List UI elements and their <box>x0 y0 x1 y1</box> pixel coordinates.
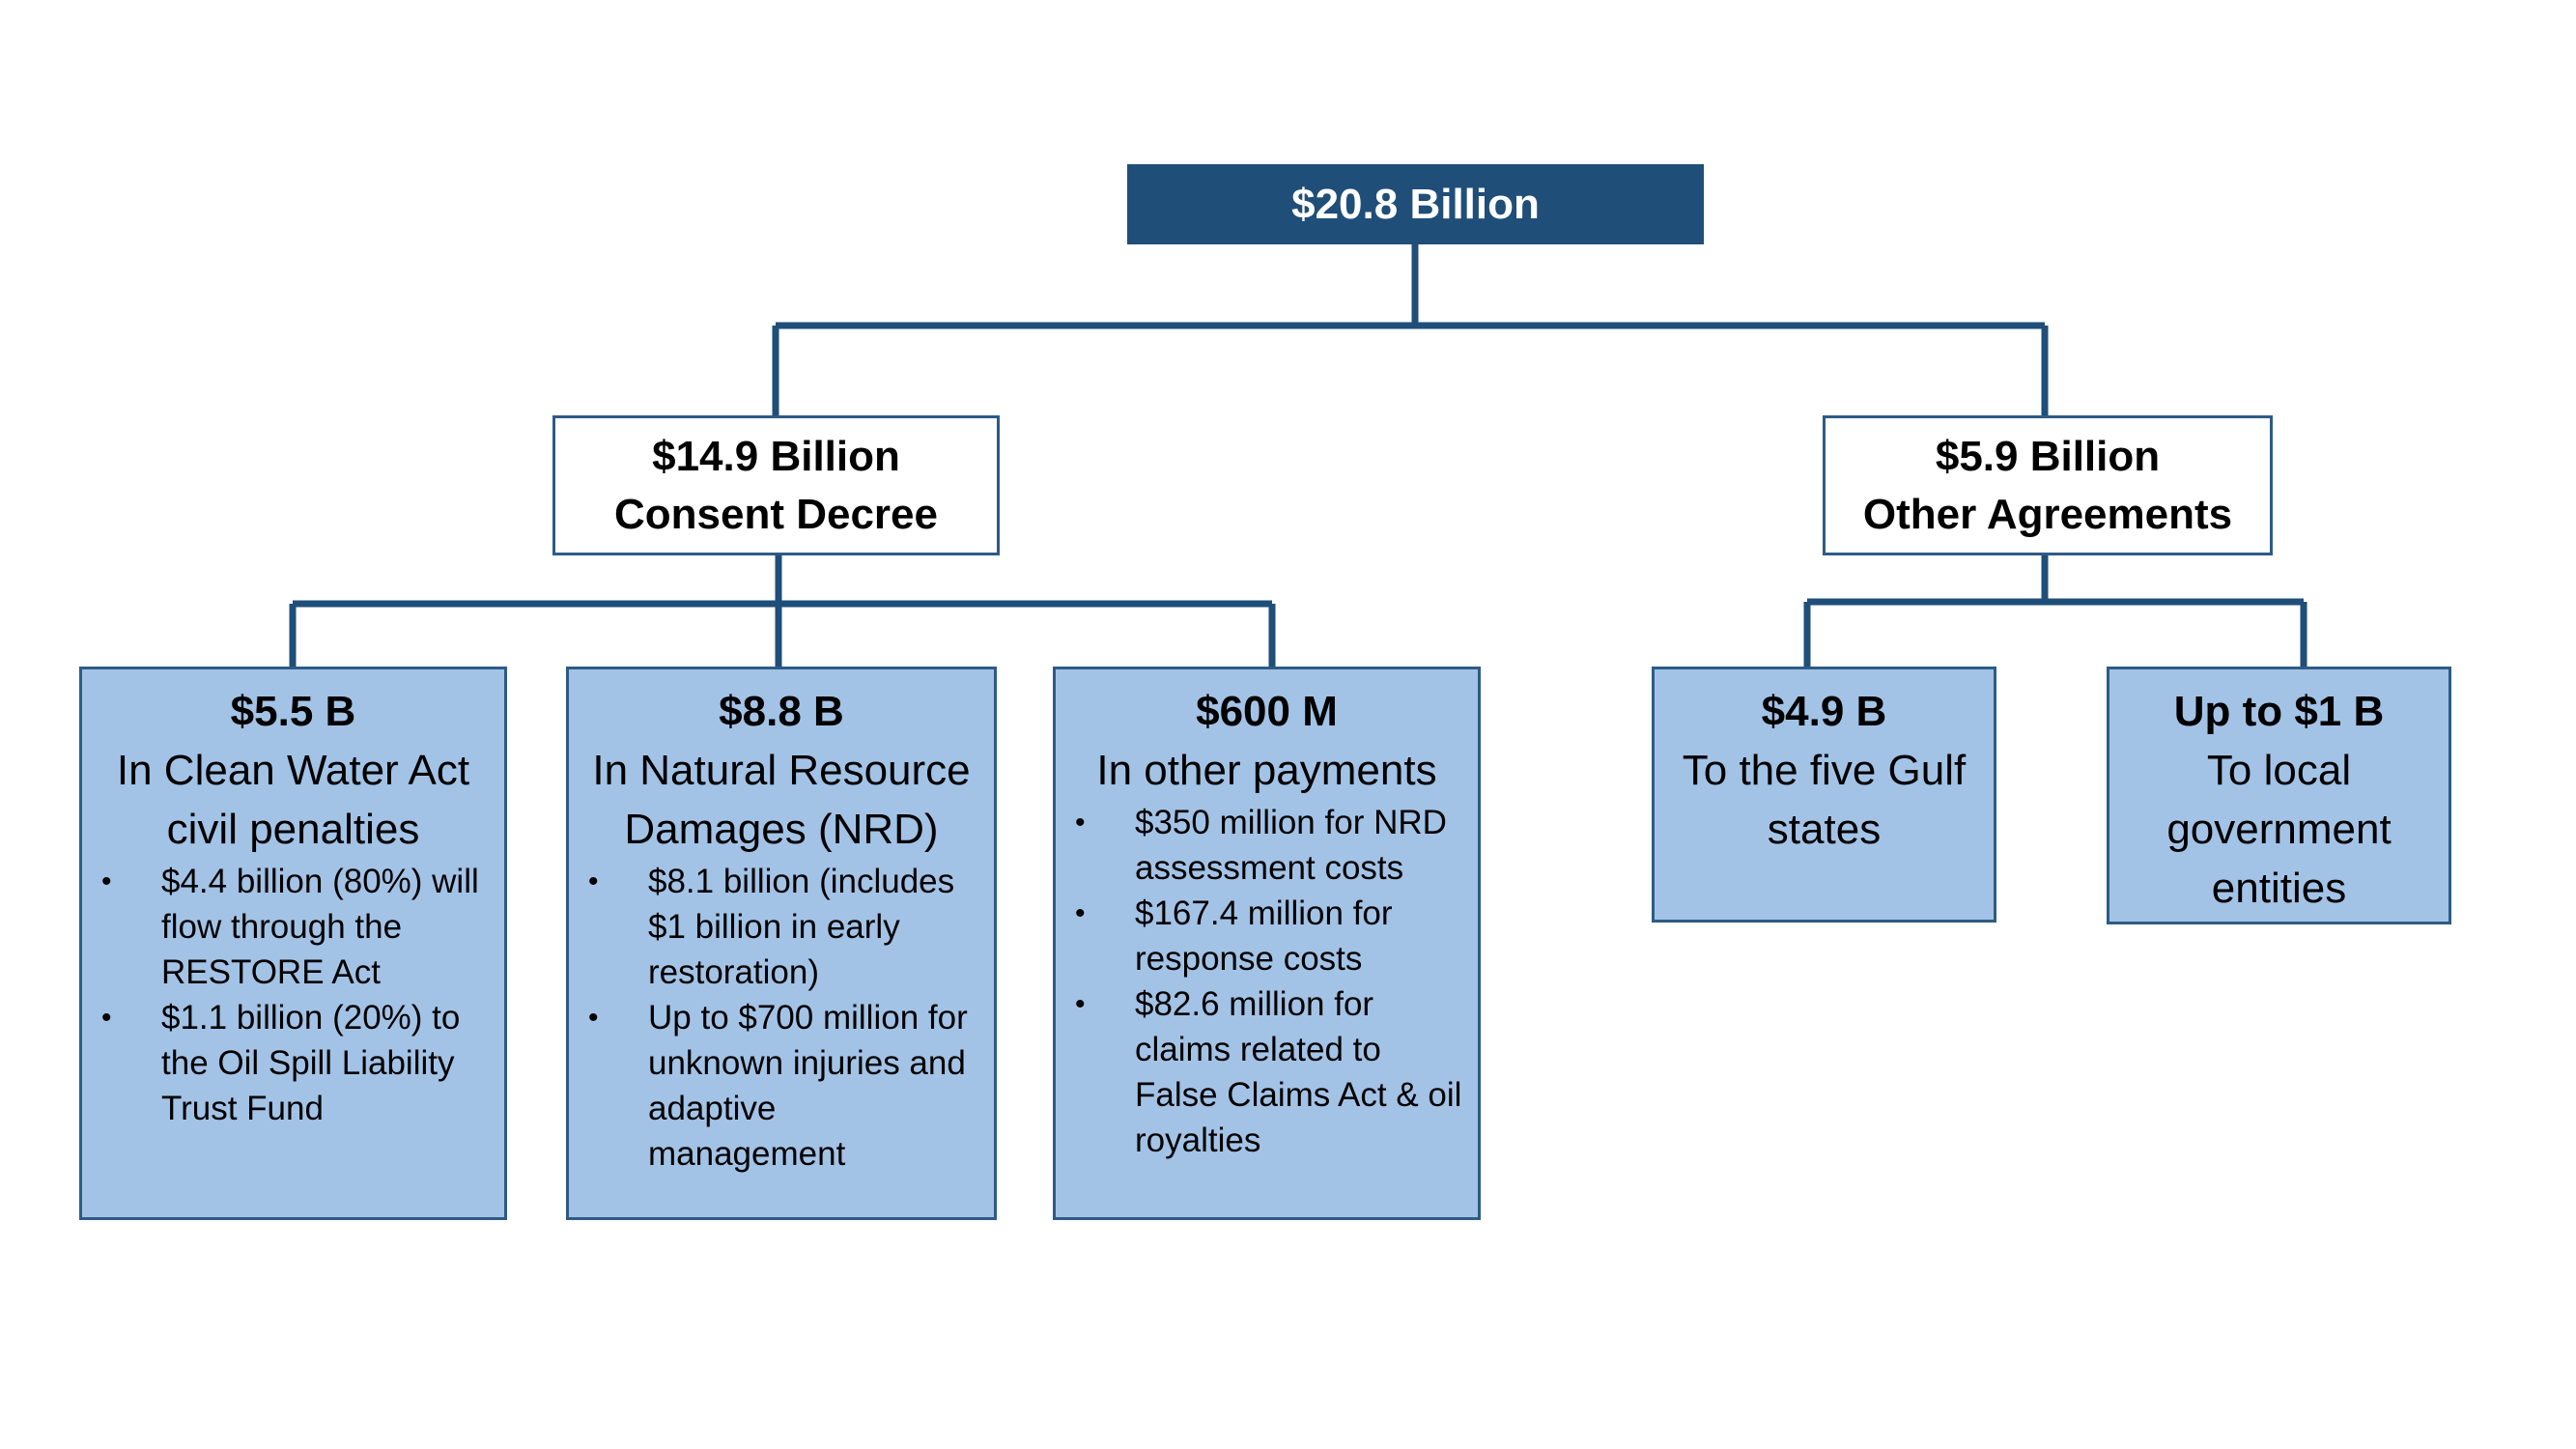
connector-other-agreements <box>1803 555 2307 667</box>
other-agreements-label: Other Agreements <box>1862 490 2233 538</box>
local-government-box: Up to $1 B To local government entities <box>2107 667 2451 924</box>
bullet-item: $350 million for NRD assessment costs <box>1075 800 1466 891</box>
gulf-states-amount: $4.9 B <box>1761 688 1887 735</box>
other-agreements-amount: $5.9 Billion <box>1935 432 2161 480</box>
other-payments-bullets: $350 million for NRD assessment costs $1… <box>1067 800 1466 1163</box>
other-agreements-box: $5.9 Billion Other Agreements <box>1823 415 2273 555</box>
bullet-item: $82.6 million for claims related to Fals… <box>1075 981 1466 1163</box>
gulf-states-desc: To the five Gulf states <box>1682 747 1967 853</box>
bullet-item: Up to $700 million for unknown injuries … <box>588 995 982 1177</box>
bullet-item: $167.4 million for response costs <box>1075 891 1466 981</box>
clean-water-act-bullets: $4.4 billion (80%) will flow through the… <box>94 859 493 1131</box>
nrd-amount: $8.8 B <box>719 688 844 735</box>
connector-root <box>772 244 2049 415</box>
connector-consent-decree <box>289 555 1276 667</box>
consent-decree-label: Consent Decree <box>613 490 938 538</box>
root-total-box: $20.8 Billion <box>1127 164 1704 244</box>
other-payments-box: $600 M In other payments $350 million fo… <box>1053 667 1481 1220</box>
other-payments-desc: In other payments <box>1096 747 1437 794</box>
clean-water-act-desc: In Clean Water Act civil penalties <box>116 747 470 853</box>
bullet-item: $8.1 billion (includes $1 billion in ear… <box>588 859 982 995</box>
clean-water-act-box: $5.5 B In Clean Water Act civil penaltie… <box>79 667 507 1220</box>
gulf-states-box: $4.9 B To the five Gulf states <box>1652 667 1996 923</box>
local-government-desc: To local government entities <box>2166 747 2392 912</box>
natural-resource-damages-box: $8.8 B In Natural Resource Damages (NRD)… <box>566 667 997 1220</box>
clean-water-act-amount: $5.5 B <box>230 688 356 735</box>
consent-decree-amount: $14.9 Billion <box>652 432 900 480</box>
bullet-item: $4.4 billion (80%) will flow through the… <box>101 859 493 995</box>
root-total-label: $20.8 Billion <box>1291 180 1540 228</box>
nrd-bullets: $8.1 billion (includes $1 billion in ear… <box>580 859 982 1177</box>
bullet-item: $1.1 billion (20%) to the Oil Spill Liab… <box>101 995 493 1131</box>
nrd-desc: In Natural Resource Damages (NRD) <box>592 747 971 853</box>
consent-decree-box: $14.9 Billion Consent Decree <box>552 415 1000 555</box>
local-government-amount: Up to $1 B <box>2173 688 2385 735</box>
other-payments-amount: $600 M <box>1196 688 1338 735</box>
